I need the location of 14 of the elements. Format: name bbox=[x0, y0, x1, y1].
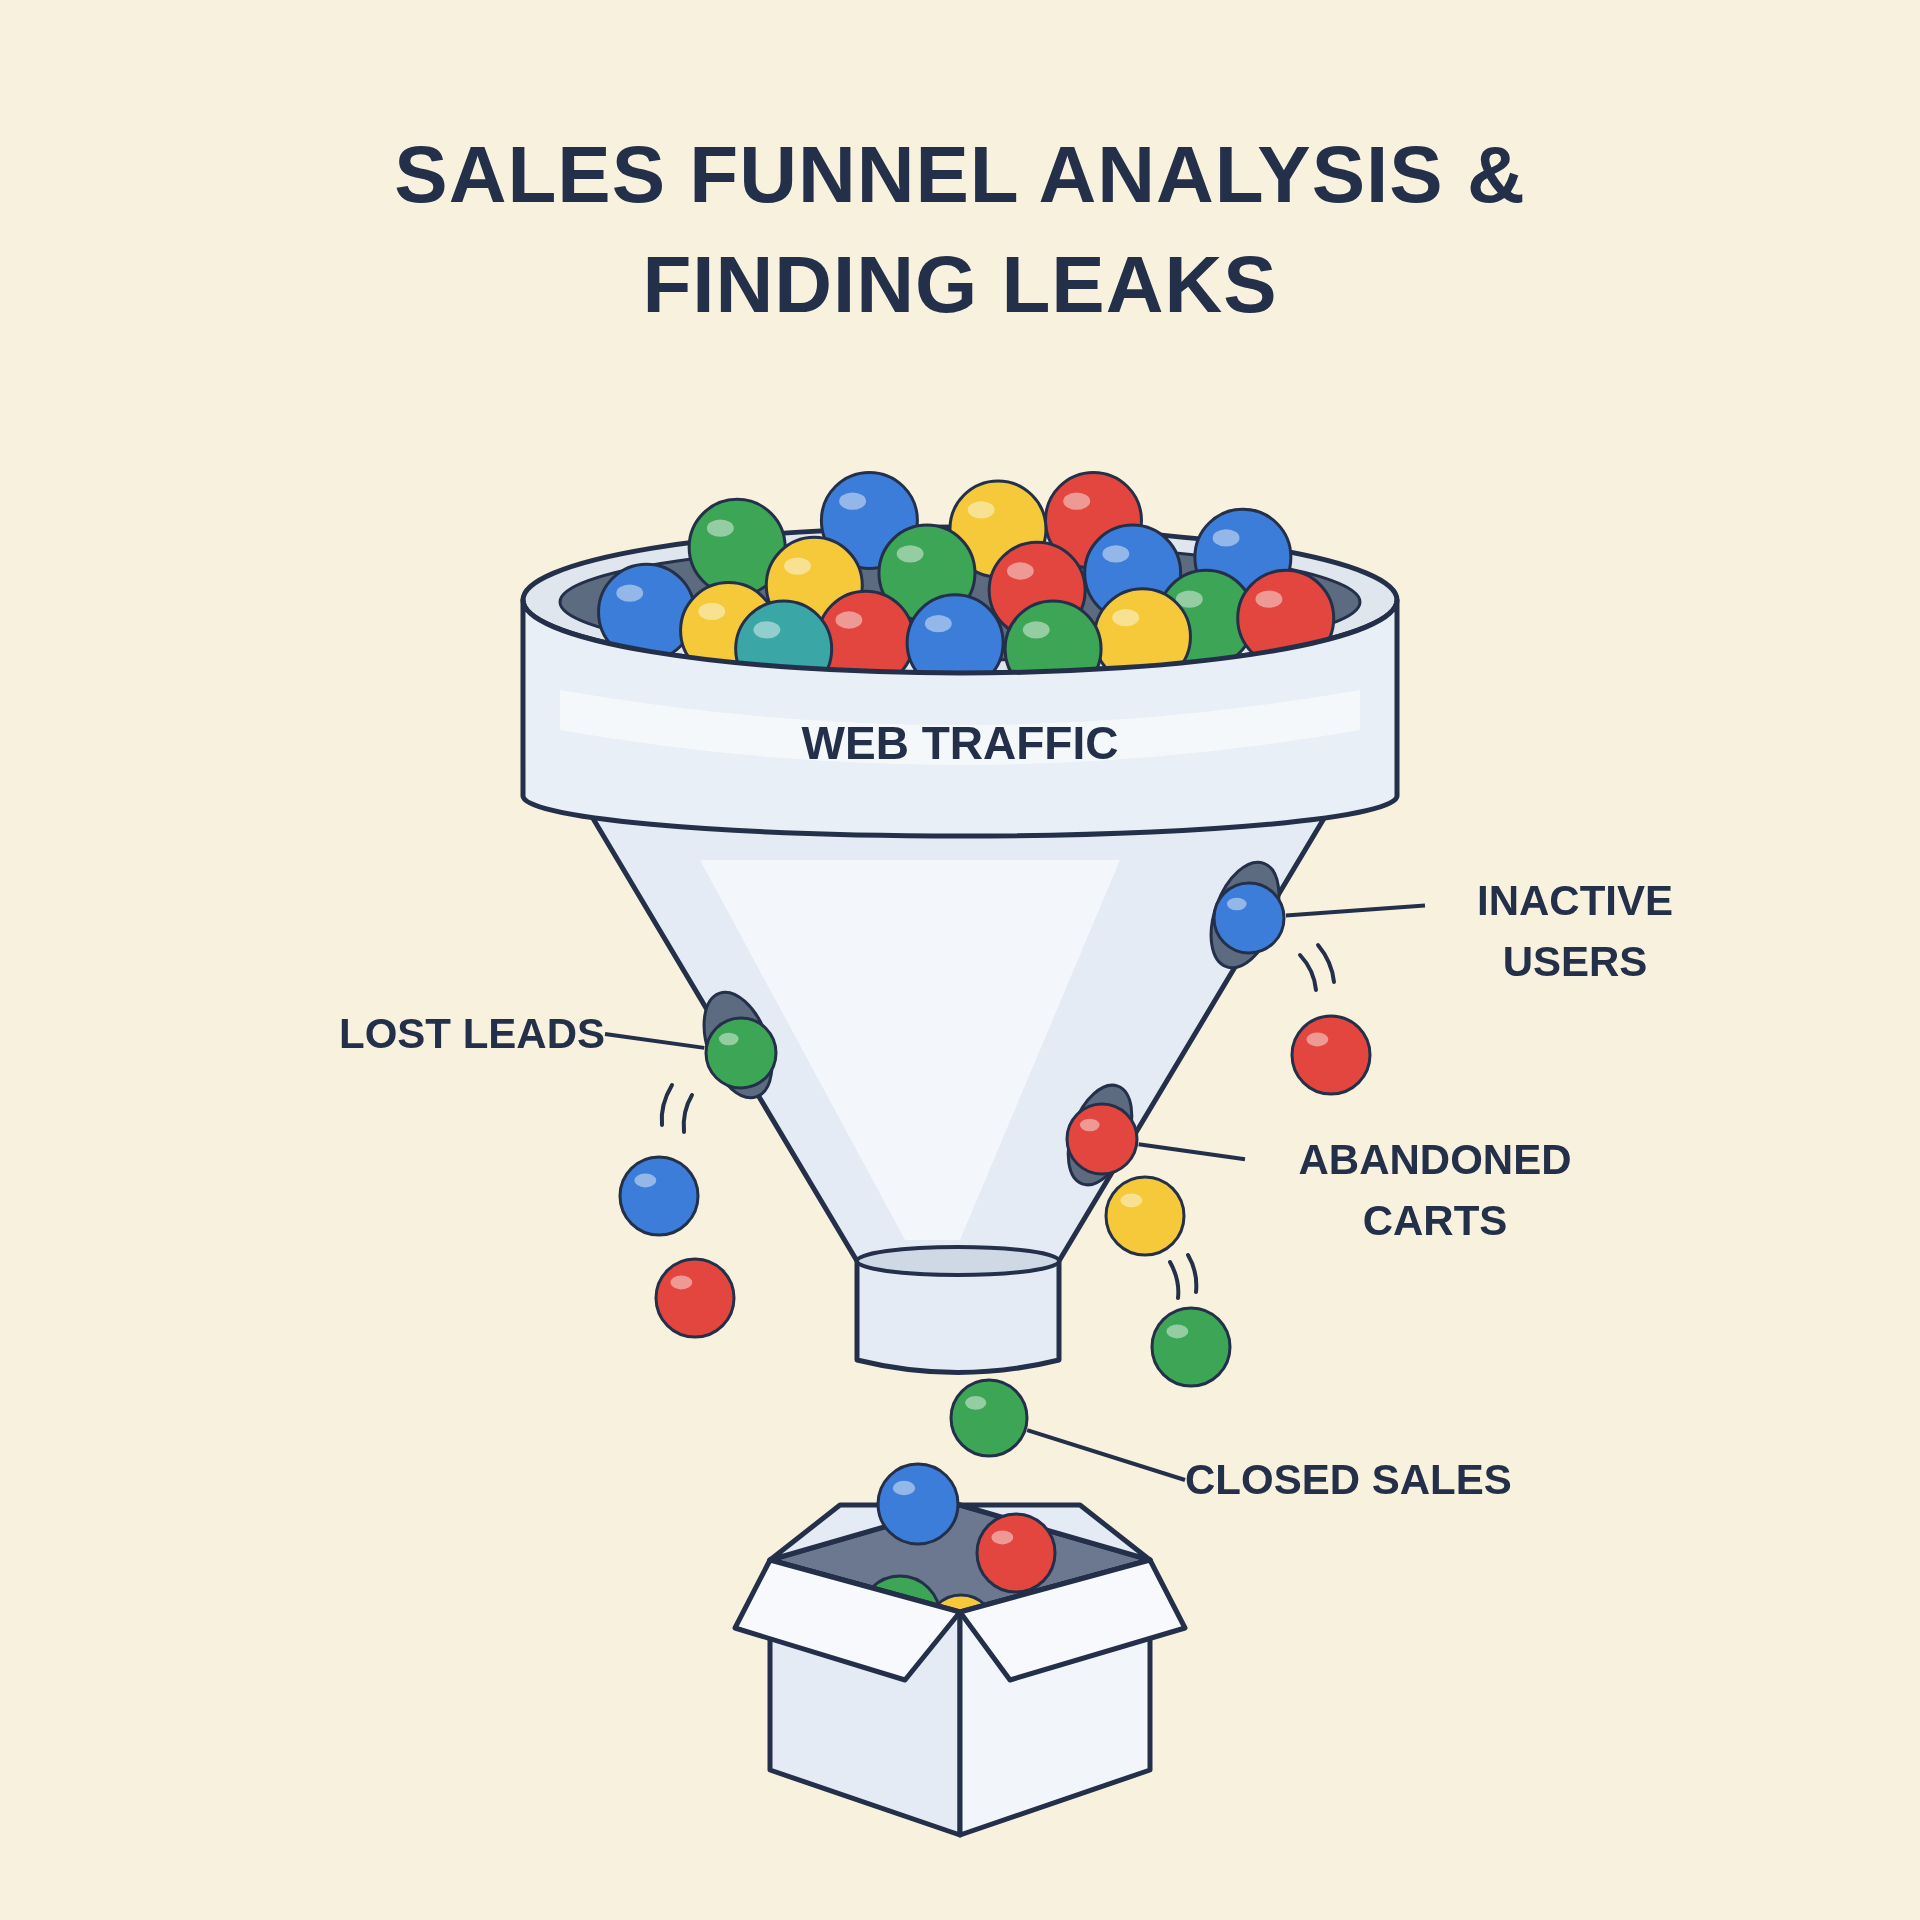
leak-label: ABANDONED CARTS bbox=[1297, 1134, 1573, 1246]
falling-ball bbox=[949, 1378, 1029, 1458]
leader-line bbox=[1285, 903, 1426, 918]
ball-in-hole bbox=[1212, 881, 1286, 955]
leader-line bbox=[1026, 1428, 1186, 1482]
ball-in-hole bbox=[704, 1016, 778, 1090]
leader-line bbox=[604, 1032, 705, 1050]
funnel-label: WEB TRAFFIC bbox=[800, 716, 1120, 770]
leak-label: CLOSED SALES bbox=[1185, 1454, 1513, 1505]
leader-line bbox=[1138, 1142, 1246, 1162]
leak-label: LOST LEADS bbox=[338, 1008, 605, 1059]
title: SALES FUNNEL ANALYSIS & FINDING LEAKS bbox=[393, 129, 1527, 332]
ball-in-hole bbox=[1065, 1102, 1139, 1176]
leak-label: INACTIVE USERS bbox=[1476, 876, 1674, 987]
